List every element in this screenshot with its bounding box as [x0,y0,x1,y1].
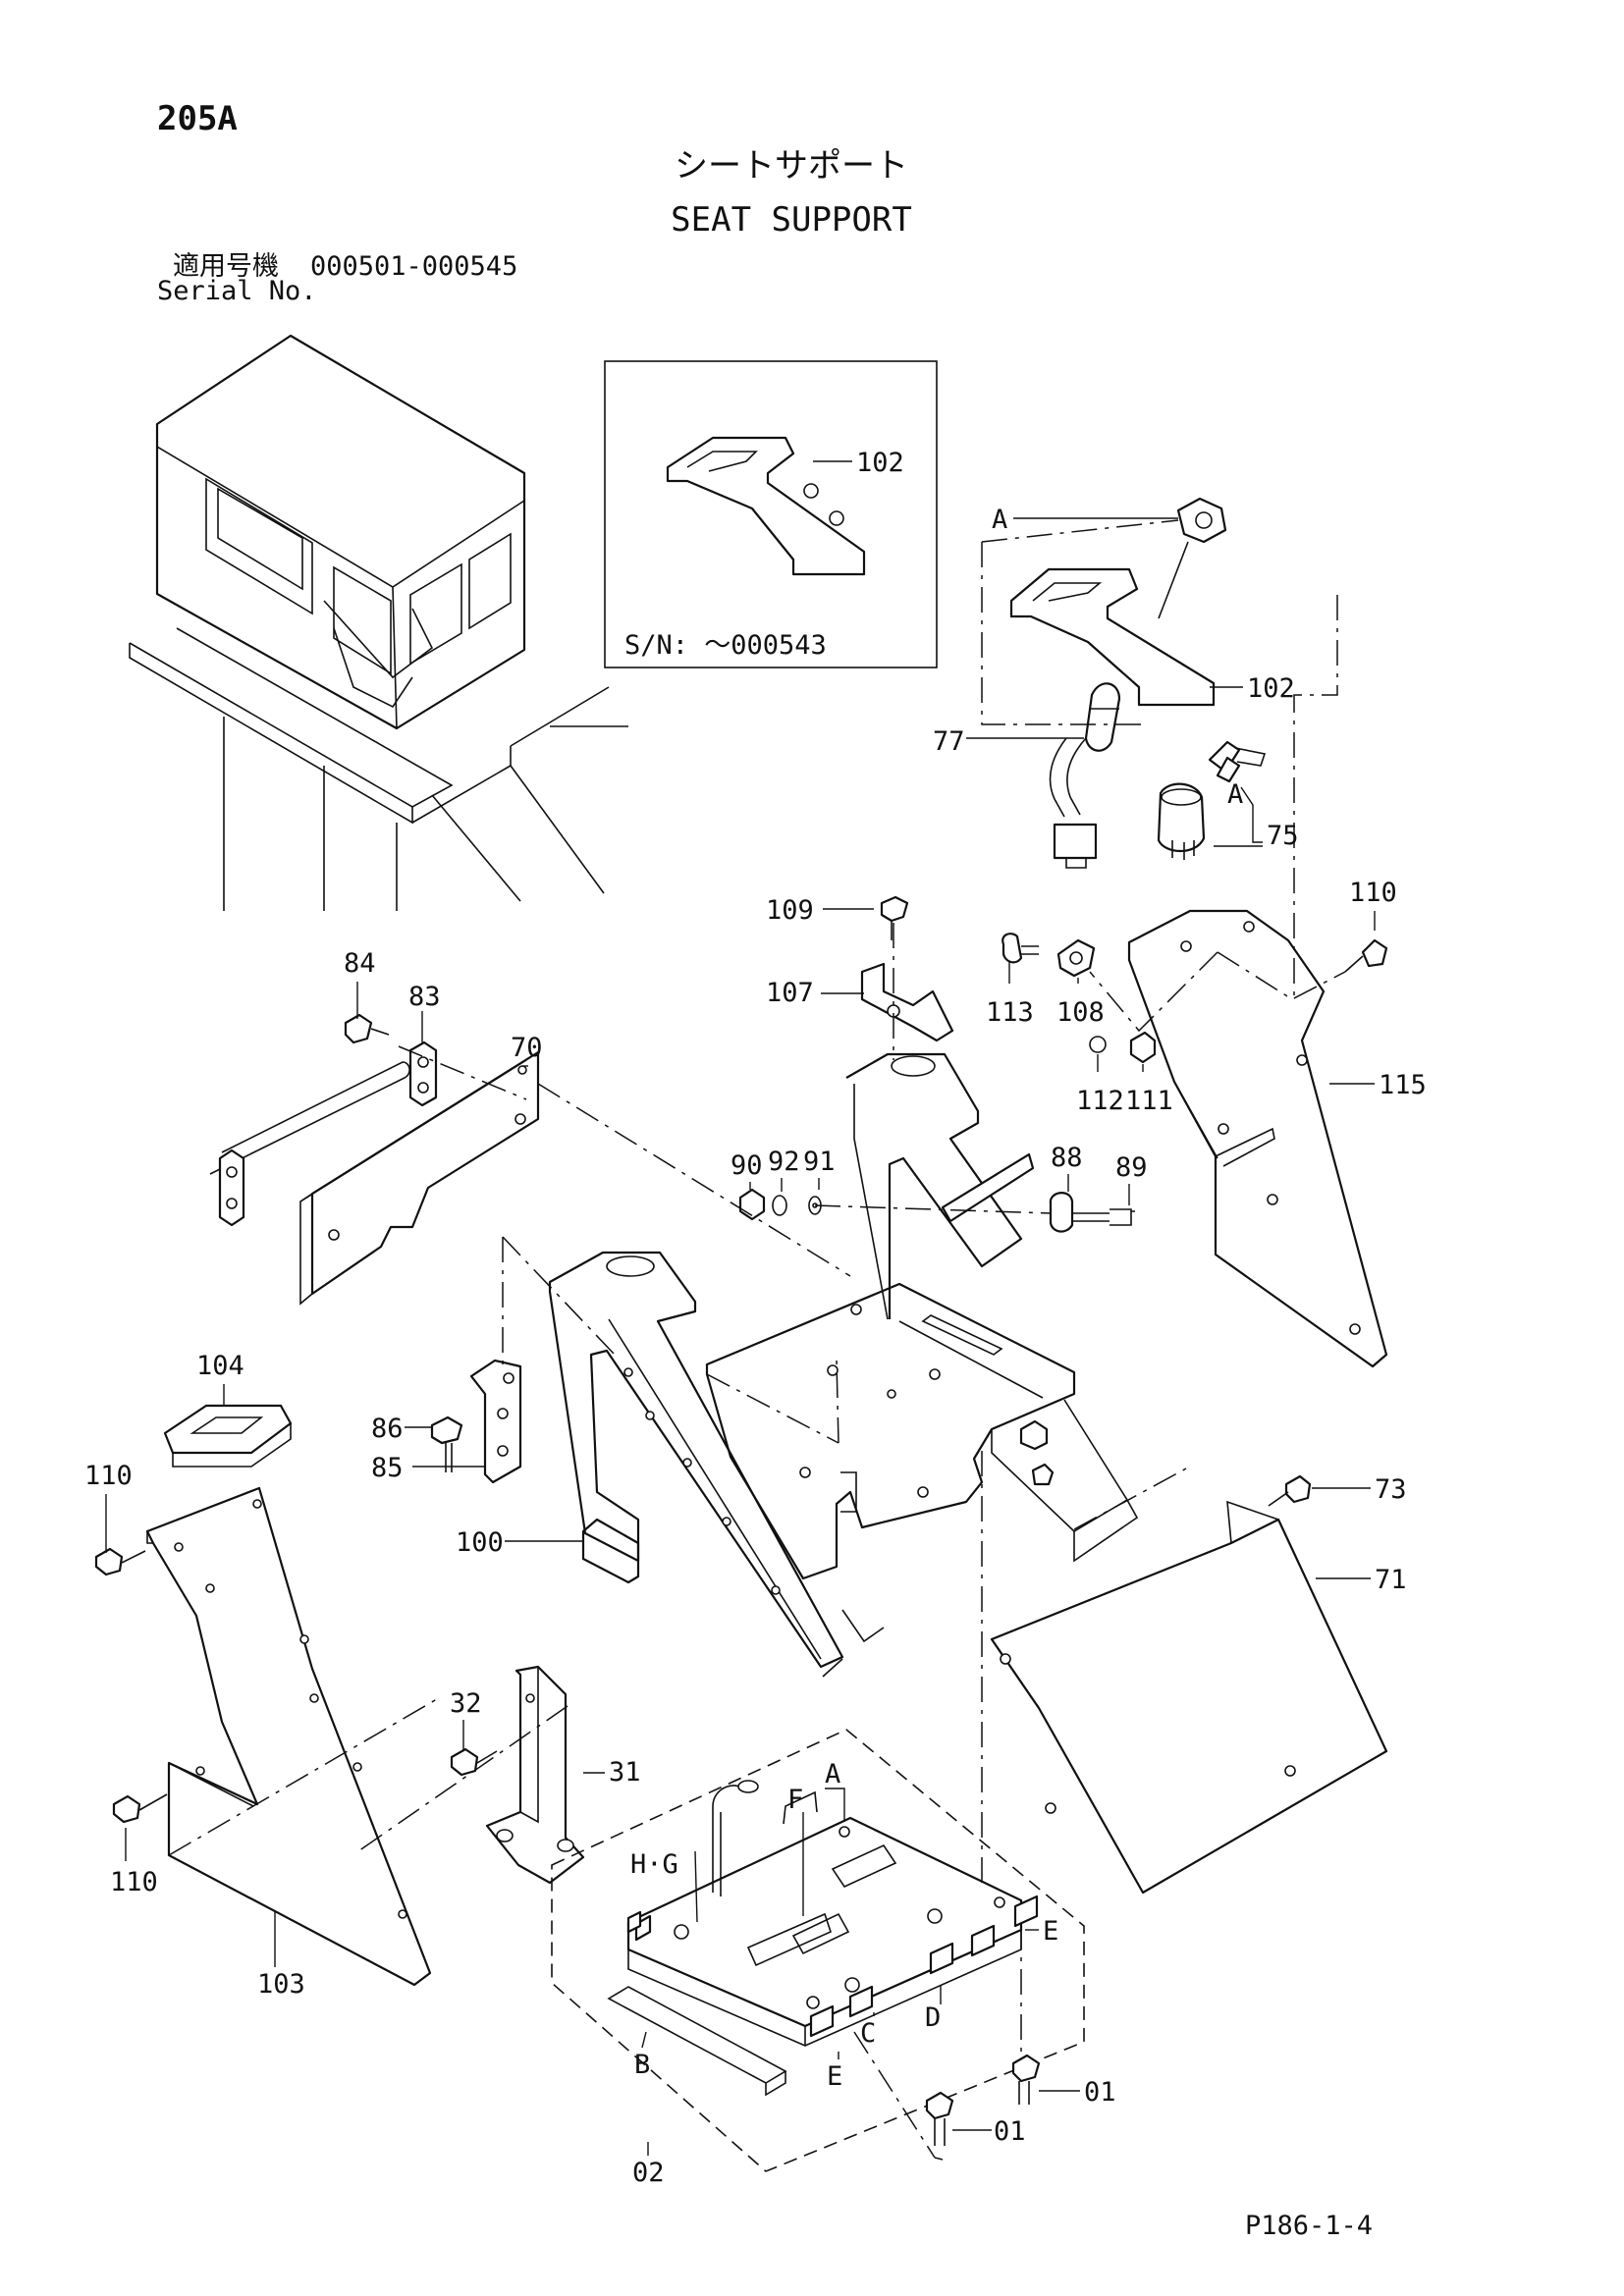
part-label-e-right: E [1043,1916,1058,1947]
inset-box: S/N: ～000543 [604,360,938,668]
part-label-107: 107 [766,978,814,1008]
part-label-01-bottom: 01 [994,2116,1026,2147]
inset-note: S/N: ～000543 [624,630,827,661]
part-label-102-inset: 102 [856,448,904,478]
part-label-110-bottom: 110 [110,1867,158,1897]
assembly-lines [168,519,1346,2161]
serial-range: 000501-000545 [310,251,517,282]
title-jp: シートサポート [675,146,908,186]
clip-104 [163,1404,293,1468]
part-label-110-top: 110 [1349,878,1397,908]
part-label-88: 88 [1051,1143,1083,1173]
part-label-31: 31 [609,1757,641,1788]
part-label-86: 86 [371,1414,404,1444]
side-panel-103 [94,1486,432,1987]
bracket-31 [450,1665,585,1885]
part-label-c: C [860,2018,876,2049]
part-label-71: 71 [1375,1565,1407,1595]
part-label-75: 75 [1267,821,1299,851]
part-label-f: F [787,1785,803,1815]
part-label-73: 73 [1375,1474,1407,1505]
part-label-90: 90 [731,1150,763,1181]
part-label-102: 102 [1247,673,1295,704]
part-label-92: 92 [768,1147,800,1177]
part-label-a-switch: A [1227,779,1243,810]
part-label-70: 70 [511,1033,543,1063]
part-label-b: B [634,2050,650,2080]
part-label-111: 111 [1125,1086,1173,1116]
page-code: 205A [157,99,238,138]
part-label-91: 91 [803,1147,836,1177]
part-label-01-right: 01 [1084,2077,1116,2108]
part-label-a-slide: A [825,1759,840,1789]
part-label-100: 100 [456,1527,504,1558]
part-label-77: 77 [933,726,965,757]
central-frame [548,1052,1139,1678]
part-label-115: 115 [1379,1070,1427,1100]
part-label-e-bottom: E [827,2061,842,2092]
side-panel-115 [1127,909,1388,1368]
part-label-103: 103 [257,1969,305,2000]
title-en: SEAT SUPPORT [671,200,912,240]
part-label-84: 84 [344,948,376,979]
part-label-85: 85 [371,1453,404,1483]
machine-overview-sketch [129,334,628,911]
part-label-02: 02 [632,2158,665,2188]
leader-lines [105,460,1376,2156]
switch-bracket-assembly [1009,497,1267,869]
seat-slide-assembly [551,1729,1085,2172]
bracket-85 [430,1359,522,1484]
serial-label-en: Serial No. [157,276,317,306]
small-brackets [738,895,1388,1233]
cover-71 [990,1474,1388,1895]
part-label-83: 83 [408,982,441,1012]
part-label-hg: H·G [630,1849,678,1880]
part-label-104: 104 [196,1351,244,1381]
part-label-32: 32 [450,1688,482,1719]
part-label-d: D [925,2002,941,2033]
part-label-109: 109 [766,895,814,926]
side-channel-70 [209,1013,540,1306]
serial-label-jp: 適用号機 [173,251,279,282]
part-label-112: 112 [1076,1086,1124,1116]
footer-code: P186-1-4 [1245,2211,1373,2241]
part-label-113: 113 [986,997,1034,1028]
part-label-108: 108 [1056,997,1105,1028]
part-label-89: 89 [1115,1152,1148,1183]
part-label-a-top: A [992,505,1007,535]
part-label-110-left: 110 [84,1461,133,1491]
part-labels: 102 A 102 77 A 75 109 110 107 113 108 11… [84,448,1427,2188]
